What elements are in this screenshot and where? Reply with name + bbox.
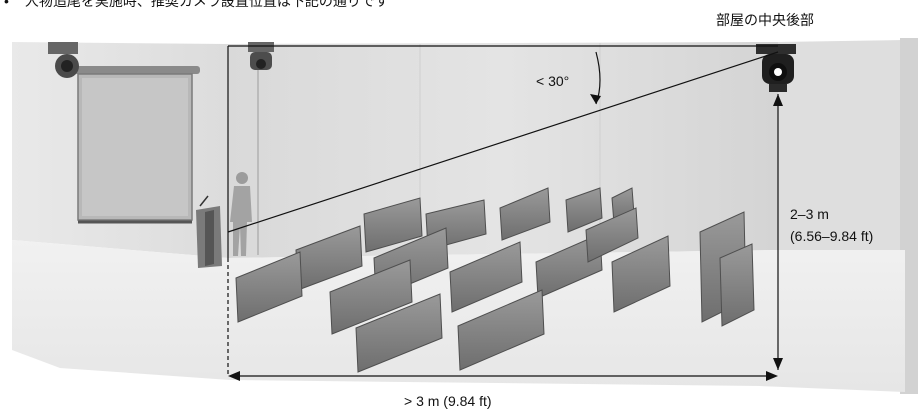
presenter-figure: [230, 172, 252, 256]
instruction-sentence: 人物追尾を実施時、推奨カメラ設置位置は下記の通りです: [24, 0, 389, 9]
camera-position-label: 部屋の中央後部: [716, 12, 814, 28]
projection-screen: [74, 66, 200, 224]
room-floor: [12, 240, 905, 392]
height-dimension-label: 2–3 m (6.56–9.84 ft): [790, 203, 873, 247]
audience-seating: [235, 187, 755, 373]
width-dimension-label: > 3 m (9.84 ft): [404, 393, 492, 409]
arrow-heads: [228, 94, 783, 381]
rear-center-camera: [756, 44, 796, 92]
podium: [196, 195, 222, 268]
angle-label: < 30°: [536, 73, 570, 89]
measurement-guides: [227, 45, 779, 377]
center-ceiling-camera: [248, 42, 274, 255]
left-ceiling-camera: [48, 42, 79, 78]
bullet-point: •: [4, 0, 9, 9]
instruction-text: • 人物追尾を実施時、推奨カメラ設置位置は下記の通りです: [4, 0, 389, 11]
height-metric: 2–3 m: [790, 206, 829, 222]
height-imperial: (6.56–9.84 ft): [790, 228, 874, 244]
